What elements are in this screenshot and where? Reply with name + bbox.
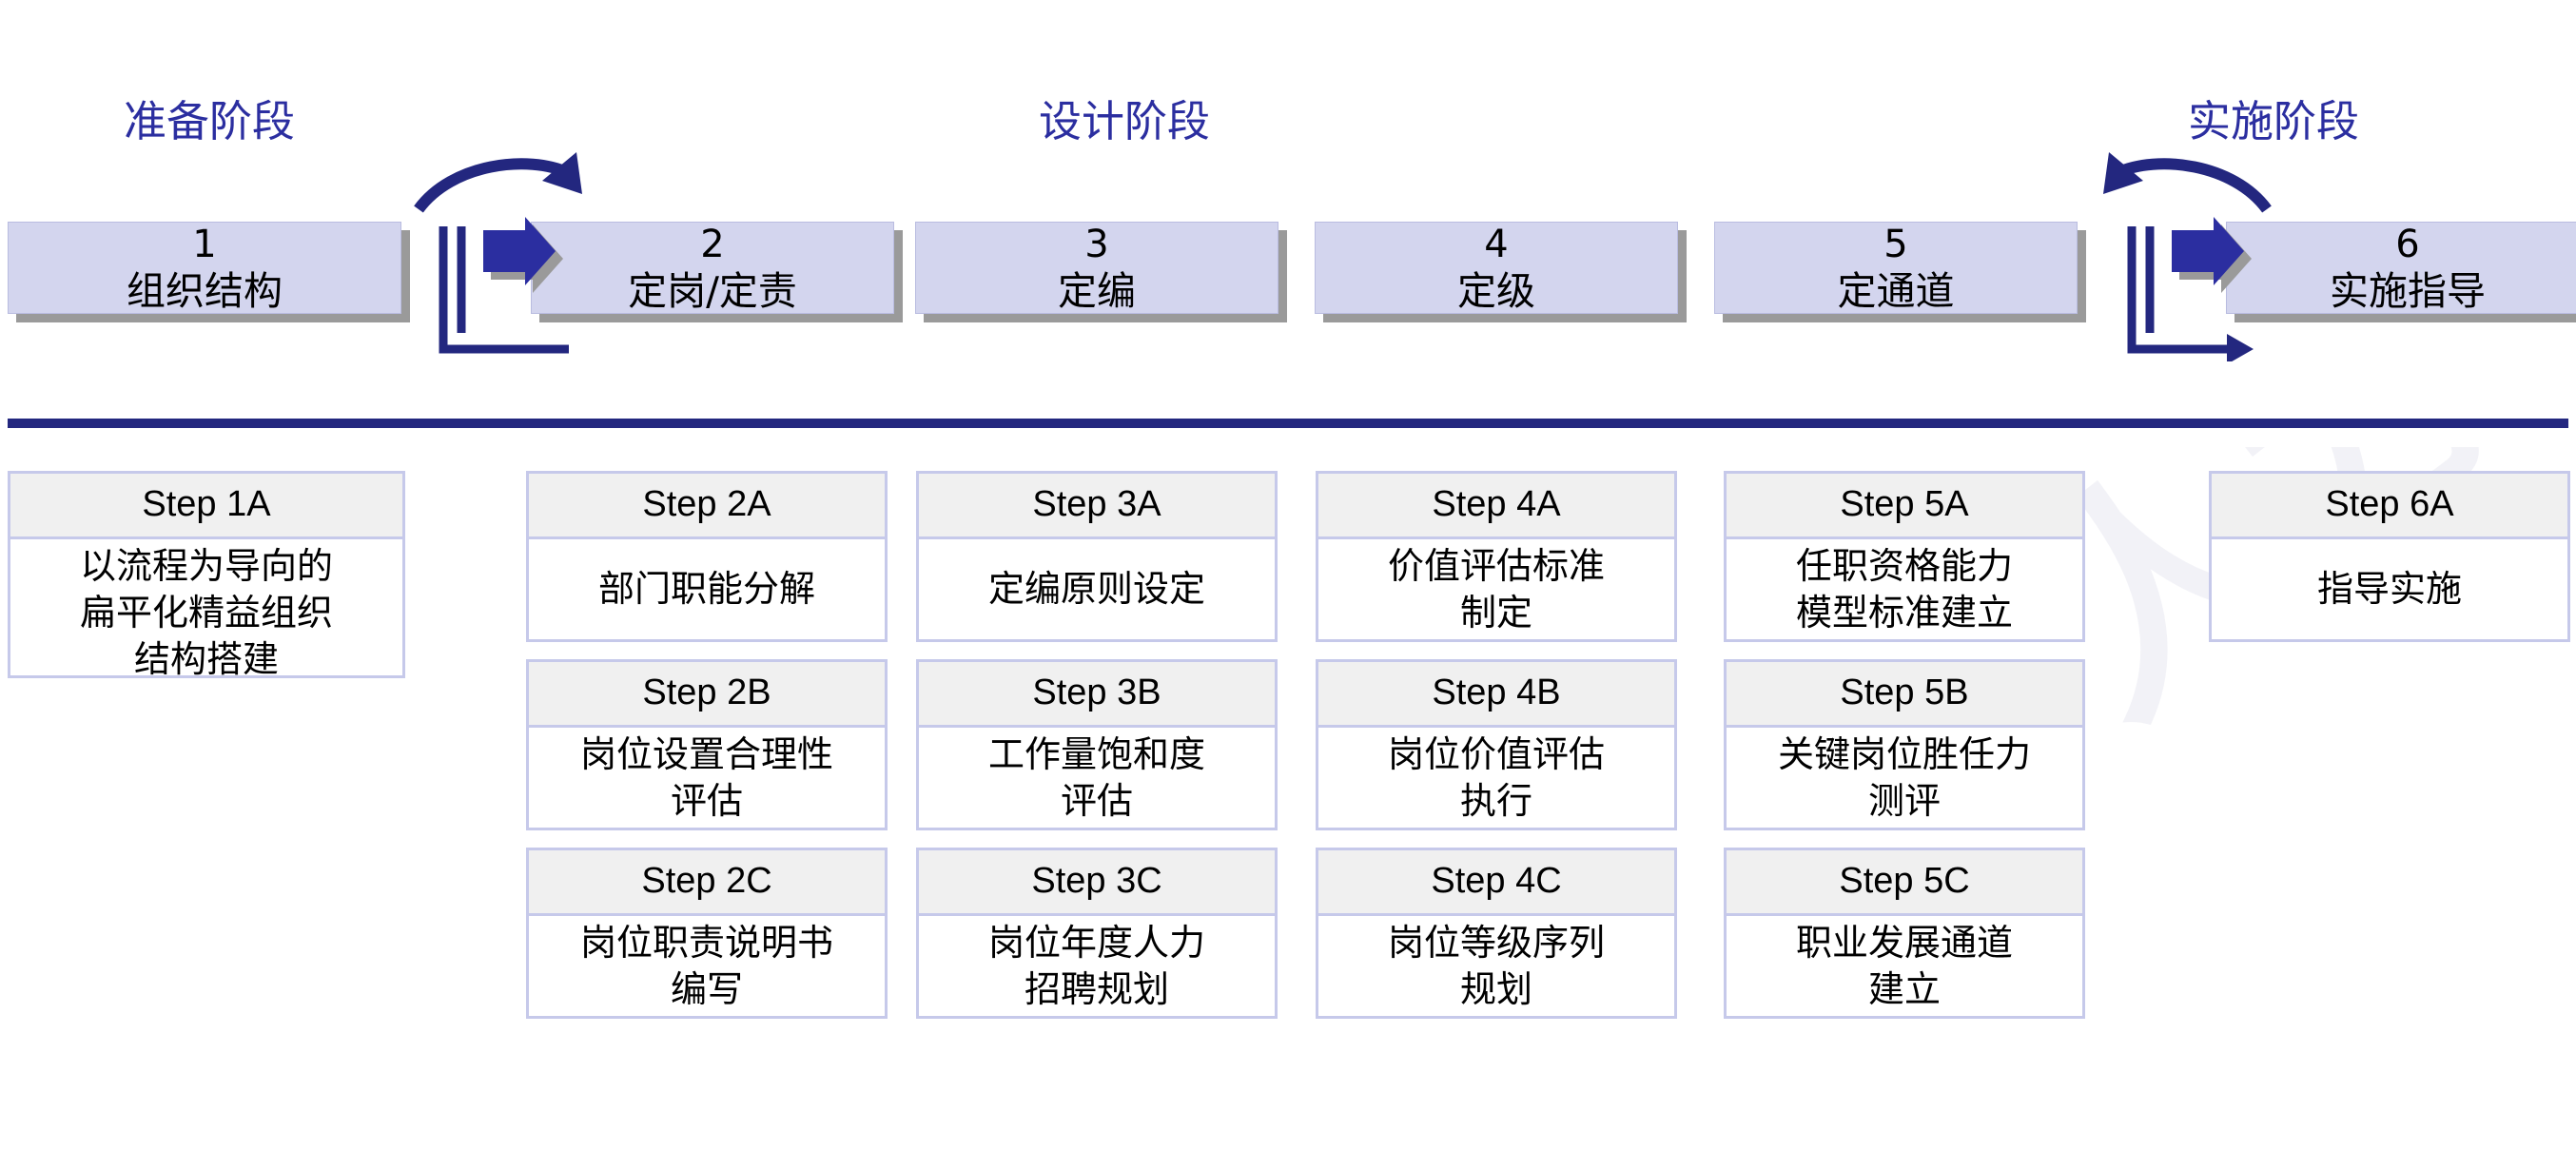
step-card-body: 工作量饱和度 评估 [987, 733, 1205, 822]
step-card-body: 任职资格能力 模型标准建立 [1795, 545, 2013, 634]
connector-left [409, 114, 590, 361]
step-card-title: Step 4C [1318, 850, 1674, 916]
step-card[interactable]: Step 3A 定编原则设定 [916, 471, 1278, 642]
stage-title: 组织结构 [127, 267, 283, 314]
step-card-body: 定编原则设定 [987, 568, 1205, 610]
stage-title: 定岗/定责 [628, 267, 797, 314]
step-card-title: Step 5B [1727, 662, 2082, 728]
phase-label-1: 准备阶段 [124, 96, 296, 146]
step-card-body: 岗位年度人力 招聘规划 [987, 922, 1205, 1010]
connector-right [2098, 114, 2278, 361]
step-card-title: Step 6A [2212, 474, 2567, 539]
step-card-body: 岗位等级序列 规划 [1387, 922, 1605, 1010]
step-card-body: 关键岗位胜任力 测评 [1777, 733, 2031, 822]
step-card-title: Step 4B [1318, 662, 1674, 728]
step-card-title: Step 2B [529, 662, 885, 728]
step-card-title: Step 4A [1318, 474, 1674, 539]
stage-number: 3 [1084, 222, 1109, 266]
step-card-title: Step 3C [919, 850, 1275, 916]
stage-title: 定编 [1058, 267, 1136, 314]
stage-title: 实施指导 [2330, 267, 2486, 314]
stage-number: 4 [1484, 222, 1509, 266]
stage-number: 6 [2395, 222, 2420, 266]
stage-number: 1 [192, 222, 217, 266]
step-card-title: Step 5C [1727, 850, 2082, 916]
step-card-body: 价值评估标准 制定 [1387, 545, 1605, 634]
phase-label-3: 实施阶段 [2188, 96, 2360, 146]
step-card-body: 部门职能分解 [597, 568, 815, 610]
step-card[interactable]: Step 6A 指导实施 [2209, 471, 2570, 642]
step-card-title: Step 5A [1727, 474, 2082, 539]
step-card-body: 岗位设置合理性 评估 [579, 733, 833, 822]
step-card-title: Step 2A [529, 474, 885, 539]
step-card-title: Step 1A [10, 474, 402, 539]
step-card-body: 指导实施 [2316, 568, 2462, 610]
step-card-title: Step 2C [529, 850, 885, 916]
phase-label-2: 设计阶段 [1039, 96, 1211, 146]
section-divider [8, 419, 2568, 428]
step-card-body: 职业发展通道 建立 [1795, 922, 2013, 1010]
stage-title: 定级 [1457, 267, 1535, 314]
step-card-body: 岗位价值评估 执行 [1387, 733, 1605, 822]
step-card-title: Step 3A [919, 474, 1275, 539]
step-card-body: 岗位职责说明书 编写 [579, 922, 833, 1010]
step-card-title: Step 3B [919, 662, 1275, 728]
stage-number: 2 [700, 222, 725, 266]
stage-title: 定通道 [1837, 267, 1955, 314]
stage-number: 5 [1883, 222, 1908, 266]
step-card[interactable]: Step 2A 部门职能分解 [526, 471, 888, 642]
step-card-body: 以流程为导向的 扁平化精益组织 结构搭建 [79, 545, 333, 680]
